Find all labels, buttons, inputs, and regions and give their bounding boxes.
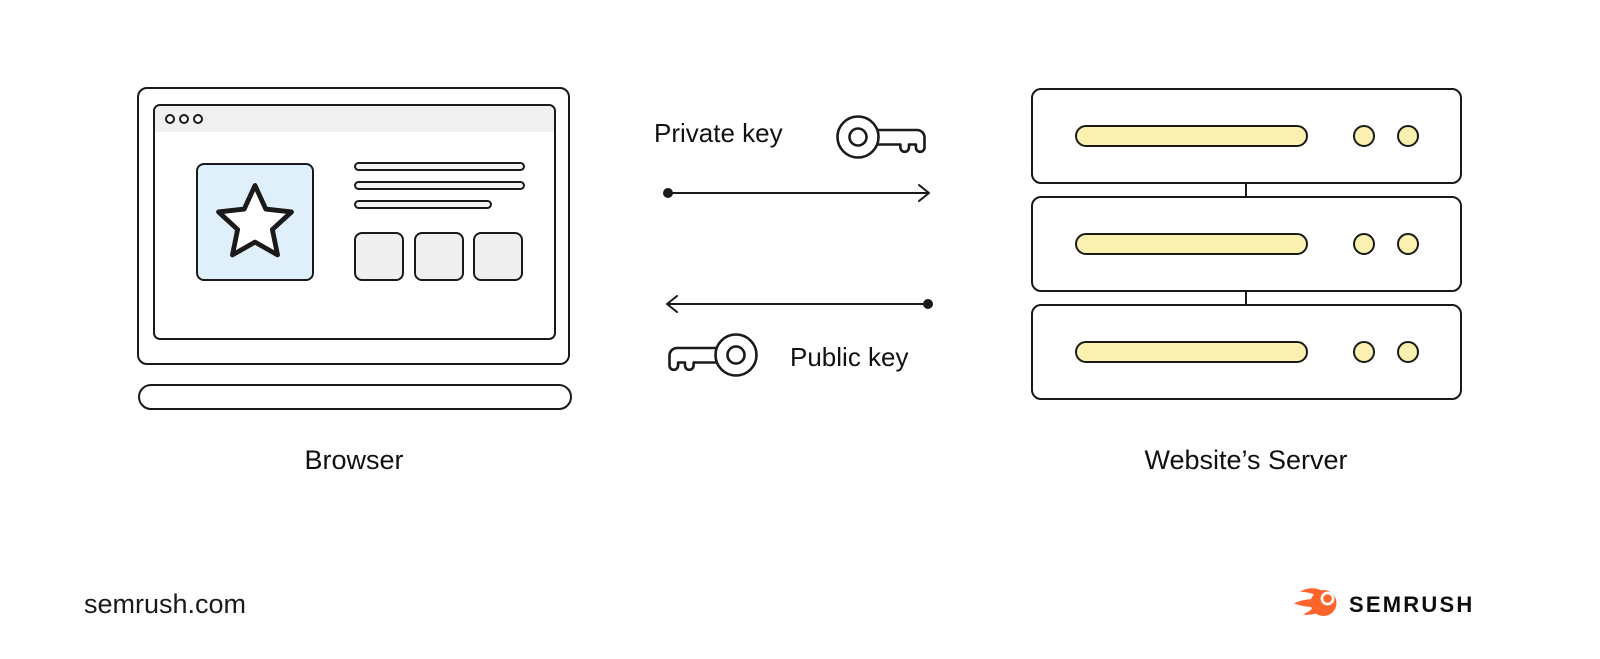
star-icon — [207, 172, 303, 273]
semrush-flame-icon — [1294, 586, 1340, 625]
server-led-icon — [1397, 341, 1419, 363]
text-line-placeholder — [354, 162, 525, 171]
private-key-arrow — [660, 182, 936, 209]
laptop-base — [138, 384, 572, 410]
public-key-label: Public key — [790, 342, 909, 372]
private-key-label: Private key — [654, 118, 783, 148]
browser-window-header — [155, 106, 554, 132]
server-led-icon — [1397, 233, 1419, 255]
key-icon — [835, 112, 931, 162]
semrush-logo: SEMRUSH — [1294, 586, 1474, 624]
server-led-icon — [1353, 341, 1375, 363]
key-icon — [663, 330, 759, 380]
server-unit — [1031, 304, 1462, 400]
featured-image-placeholder — [196, 163, 314, 281]
content-box-placeholder — [354, 232, 404, 281]
server-connector — [1245, 184, 1247, 196]
text-line-placeholder — [354, 200, 492, 209]
server-unit — [1031, 88, 1462, 184]
server-bar — [1075, 125, 1308, 147]
text-line-placeholder — [354, 181, 525, 190]
public-key-arrow — [660, 293, 936, 320]
server-connector — [1245, 292, 1247, 304]
browser-label: Browser — [304, 445, 404, 475]
content-box-placeholder — [473, 232, 523, 281]
server-led-icon — [1353, 125, 1375, 147]
window-dot-icon — [193, 114, 203, 124]
server-unit — [1031, 196, 1462, 292]
site-url: semrush.com — [84, 589, 247, 619]
server-led-icon — [1353, 233, 1375, 255]
server-bar — [1075, 341, 1308, 363]
window-dot-icon — [179, 114, 189, 124]
content-box-placeholder — [414, 232, 464, 281]
server-bar — [1075, 233, 1308, 255]
window-dot-icon — [165, 114, 175, 124]
server-label: Website’s Server — [1144, 445, 1348, 475]
server-led-icon — [1397, 125, 1419, 147]
semrush-logo-text: SEMRUSH — [1349, 592, 1475, 617]
